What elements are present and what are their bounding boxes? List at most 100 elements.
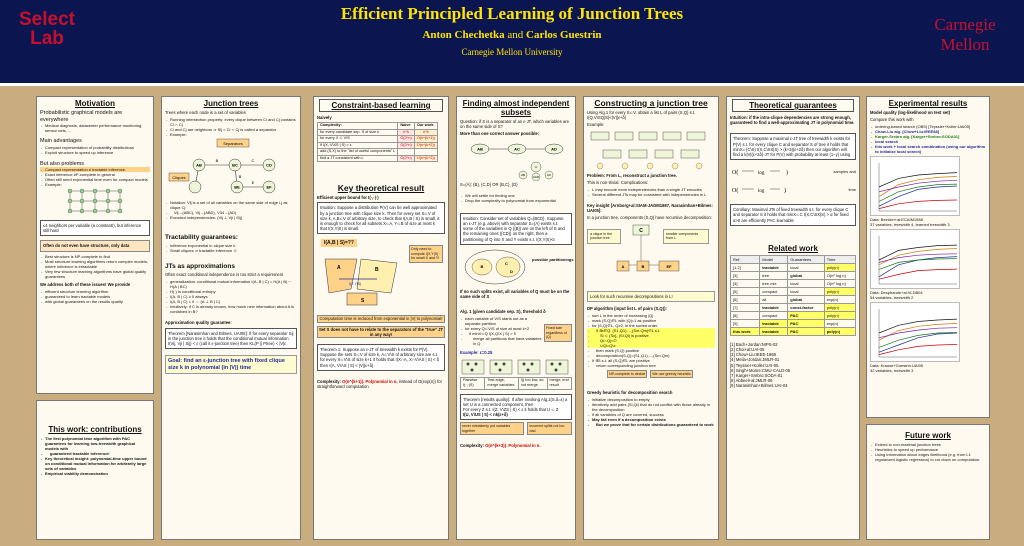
list-item: If ∃S s.t. all (S,Q)∈L are positive bbox=[587, 358, 715, 363]
but-also-label: But also problems bbox=[40, 160, 85, 167]
list-item: if all variables of Q are covered, succe… bbox=[587, 412, 715, 417]
list-item: Often still need exponential time even f… bbox=[40, 177, 150, 182]
list-example bbox=[590, 131, 706, 169]
clique-label: a clique in the junction tree bbox=[587, 228, 621, 244]
junction-intro: Trees where each node is a set of variab… bbox=[165, 110, 246, 115]
merge-labels: Pairwise I(·,·|S) Test edge, merge varia… bbox=[459, 376, 572, 390]
bound: I(U, V\US | S) < nk(ε+δ) bbox=[463, 412, 508, 418]
list-item: May fail even if a decomposition exists bbox=[587, 417, 715, 422]
svg-text:log: log bbox=[758, 189, 765, 194]
compare-label: Compare this work with bbox=[870, 117, 914, 123]
affiliation: Carnegie Mellon University bbox=[461, 47, 563, 57]
table-cell: find a JT consistent with L bbox=[316, 154, 399, 163]
list-item: merge all partitions that have variables… bbox=[460, 336, 542, 346]
table-cell: merge; end result bbox=[546, 376, 572, 390]
motivation-list-3: Compact representation ≠ tractable infer… bbox=[40, 167, 150, 187]
cliques-label: Cliques bbox=[172, 175, 185, 180]
svg-text:A: A bbox=[337, 265, 341, 271]
key-result-sub: Efficient upper bound for I(·,·|·) bbox=[317, 195, 379, 201]
list-item: with global guarantees on the results qu… bbox=[40, 299, 150, 304]
list-item: L may encode more independencies than a … bbox=[587, 187, 715, 192]
jts-list: generalization: conditional mutual infor… bbox=[165, 279, 297, 314]
circle-ab: AB bbox=[477, 146, 483, 151]
svg-text:EF: EF bbox=[666, 264, 672, 269]
table-cell: poly(n) bbox=[823, 262, 857, 272]
list-item: generalization: conditional mutual infor… bbox=[165, 279, 297, 289]
chart-caption-2b: 54 variables, treewidth 2 bbox=[870, 295, 914, 301]
list-item: return corresponding junction tree bbox=[587, 363, 715, 368]
table-cell: O(n² log n) bbox=[823, 278, 857, 288]
table-cell: tractable bbox=[759, 262, 789, 272]
chart-caption-1: Data: Beinlich+al:ECAIM1988 bbox=[870, 217, 923, 223]
series-line bbox=[878, 200, 958, 210]
list-item: Chow-Liu alg. [Chow+Liu:IEEE68] bbox=[870, 129, 986, 134]
series-line bbox=[878, 248, 958, 266]
grid-graph-example bbox=[67, 188, 123, 214]
finding-intuition: Intuition: Consider set of variables Q={… bbox=[460, 212, 572, 245]
result-notes: never mistakenly put variables together … bbox=[460, 422, 572, 436]
partitioning-svg: B C D bbox=[464, 249, 526, 285]
poster-title: Efficient Principled Learning of Junctio… bbox=[340, 4, 684, 23]
node-be: BE bbox=[234, 185, 240, 190]
circle-ac: AC bbox=[514, 146, 520, 151]
corollary: Corollary: Maximal JTs of fixed treewidt… bbox=[730, 204, 856, 226]
time-label: time bbox=[848, 186, 856, 192]
author-2: Carlos Guestrin bbox=[526, 29, 602, 41]
reference: [3] Chow+Liu:IEEE-1968 bbox=[730, 352, 776, 358]
approx-theorem: Theorem [Narasimhan and Bilmes, UAI05]: … bbox=[165, 327, 297, 350]
if-no-splits: If no such splits exist, all variables o… bbox=[460, 288, 570, 300]
motivation-panel: Motivation Probabilistic graphical model… bbox=[36, 96, 154, 394]
junction-list: Running intersection property: every cli… bbox=[165, 117, 297, 137]
separators-label: Separators bbox=[223, 141, 243, 146]
future-heading: Future work bbox=[905, 431, 951, 440]
merge-example bbox=[461, 359, 569, 374]
contributions-panel: This work: contributions The first polyn… bbox=[36, 400, 154, 540]
key-result-heading: Key theoretical result bbox=[337, 183, 425, 194]
example-label: Example: bbox=[587, 122, 605, 128]
chart-caption-1b: 37 variables, treewidth 4, learned treew… bbox=[870, 222, 950, 228]
reference: [4] Meila+Jordan:JMLR-01 bbox=[730, 357, 780, 363]
svg-text:): ) bbox=[786, 169, 788, 176]
list-item: H(·) is conditional entropy bbox=[165, 289, 297, 294]
svg-text:I(X,Y|S): I(X,Y|S) bbox=[349, 282, 361, 286]
partition-example: AB AC AD A AB ACD AC bbox=[470, 143, 564, 181]
finding-list: We will settle for finding one Drop the … bbox=[460, 193, 572, 203]
list-item: mark (S,Q)∈L with |Q|=1 as positive bbox=[587, 318, 715, 323]
decomposition-svg: C A B EF bbox=[616, 224, 680, 271]
complexity-value: O(n^(k+1)). Polynomial in n, bbox=[342, 378, 398, 384]
chart-traffic bbox=[870, 302, 960, 363]
list-item: Qi∩Qj=∅ bbox=[587, 338, 715, 344]
theoretical-theorem: Theorem: Suppose a maximal ε-JT tree of … bbox=[730, 133, 856, 161]
complexity-label: Complexity: bbox=[317, 378, 341, 384]
table-cell: all bbox=[759, 294, 789, 304]
we-address-label: We address both of these issues! We prov… bbox=[40, 281, 131, 287]
finding-panel: Finding almost independent subsets Quest… bbox=[456, 96, 576, 540]
list-item: I(A, B | C) = 0 ⇔ (A ⊥ B | C) bbox=[165, 299, 297, 304]
time-row: O( log ) time bbox=[730, 180, 856, 198]
alg-list: each variable of V\S starts out as a sep… bbox=[460, 316, 542, 346]
chart-temperature bbox=[870, 229, 960, 290]
list-item: Ci and Cj are neighbors ⇒ Sij = Ci ∩ Cj … bbox=[165, 127, 297, 132]
list-item: ∪Qi=Q\x bbox=[587, 343, 715, 349]
future-list: Extend to non-maximal junction trees Heu… bbox=[870, 442, 986, 462]
table-cell: [3] bbox=[729, 270, 761, 280]
list-item: local search bbox=[870, 139, 986, 144]
svg-text:C: C bbox=[505, 261, 508, 266]
series-line bbox=[878, 245, 958, 261]
circle-ac2: AC bbox=[547, 173, 552, 177]
theoretical-intuition: Intuition: if the intra-clique dependenc… bbox=[730, 115, 855, 126]
node-ef: EF bbox=[266, 185, 272, 190]
list-item: each variable of V\S starts out as a sep… bbox=[460, 316, 542, 326]
key-diagram: I(A,B | S)=?? A B S I(X,Y|S) Only need t… bbox=[317, 237, 445, 315]
authors: Anton Chechetka and Carlos Guestrin bbox=[200, 29, 824, 41]
list-item: this work + local search combination (us… bbox=[870, 144, 986, 154]
logo-right-line1: Carnegie bbox=[934, 15, 996, 34]
list-item: Best structure is NP-complete to find bbox=[40, 254, 150, 259]
structure-note: Often do not even have structure, only d… bbox=[40, 240, 150, 252]
finding-heading: Finding almost independent subsets bbox=[462, 99, 570, 117]
samples-label: samples and bbox=[833, 168, 856, 174]
experimental-sub: Model quality (log-likelihood on test se… bbox=[870, 110, 951, 115]
